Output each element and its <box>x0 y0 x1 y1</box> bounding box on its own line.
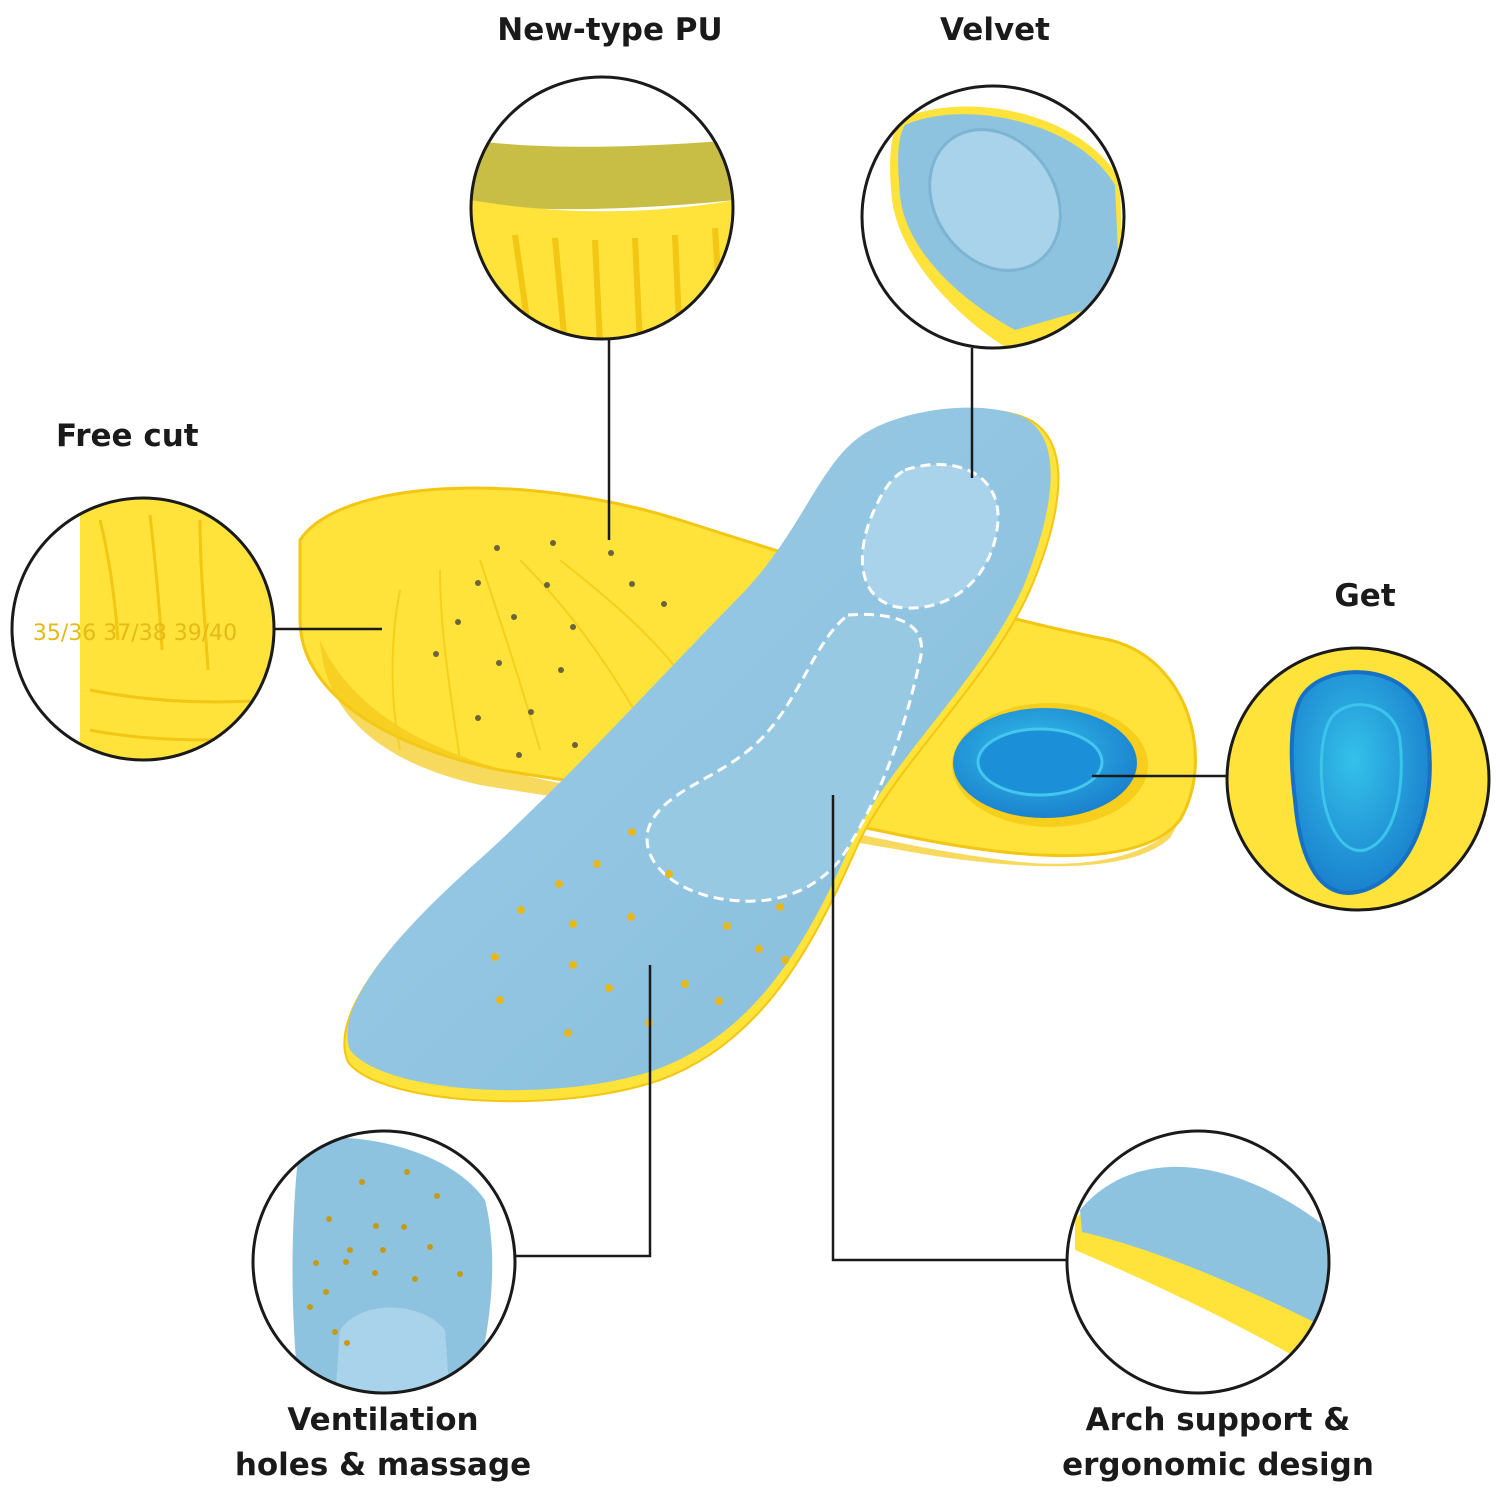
label-ventilation-line1: Ventilation <box>287 1402 479 1438</box>
arch-support-detail-icon <box>1065 1129 1331 1395</box>
label-gel: Get <box>1334 578 1396 614</box>
gel-pad-detail-icon <box>1225 646 1491 912</box>
label-arch-support: Arch support & ergonomic design <box>1038 1398 1398 1488</box>
pu-foam-detail-icon <box>469 75 735 341</box>
svg-text:35/36 37/38 39/40: 35/36 37/38 39/40 <box>33 621 237 646</box>
label-velvet: Velvet <box>940 12 1050 48</box>
label-arch-line2: ergonomic design <box>1062 1446 1374 1483</box>
velvet-heel-detail-icon <box>860 84 1126 350</box>
front-insole-blue <box>343 407 1060 1103</box>
ventilation-holes-detail-icon <box>251 1129 517 1395</box>
label-new-type-pu: New-type PU <box>497 12 723 48</box>
free-cut-sole-detail-icon: 35/36 37/38 39/40 <box>10 496 276 762</box>
label-arch-line1: Arch support & <box>1085 1402 1351 1438</box>
leader-lines <box>274 339 1227 1262</box>
label-ventilation-line2: holes & massage <box>234 1446 532 1483</box>
label-ventilation: Ventilation holes & massage <box>213 1398 553 1488</box>
label-free-cut: Free cut <box>56 418 199 454</box>
